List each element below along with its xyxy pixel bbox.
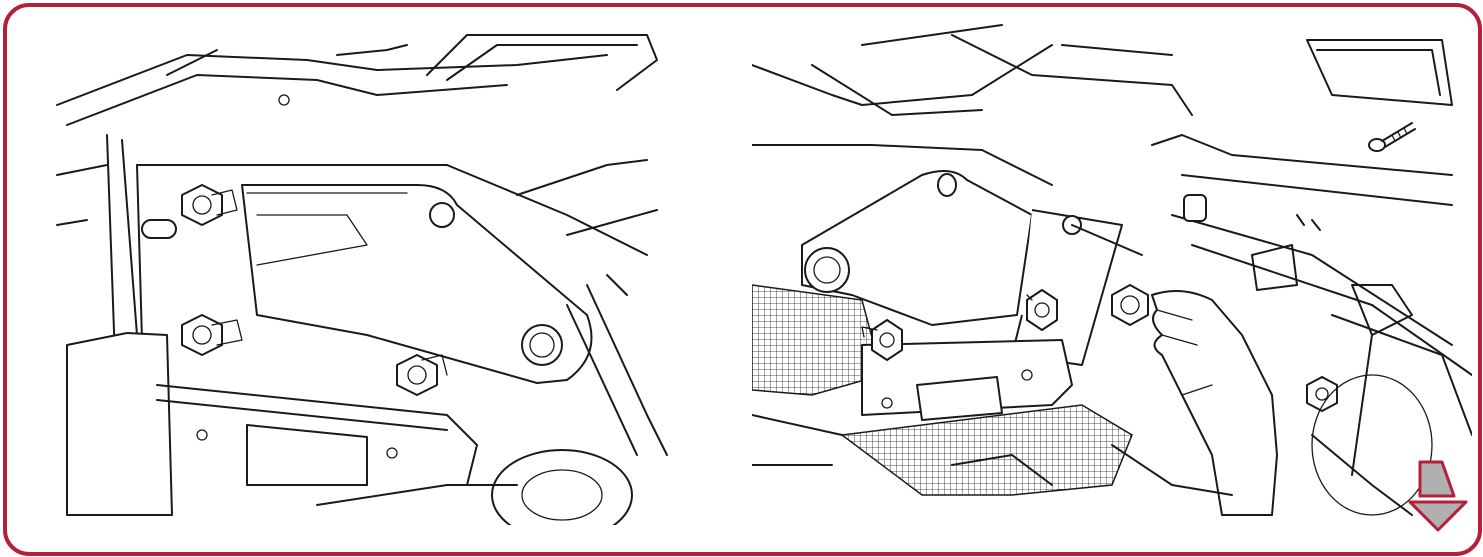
hand: [1151, 290, 1278, 516]
nut-middle: [181, 314, 243, 356]
left-line-drawing: [56, 34, 668, 525]
nut-3: [1111, 284, 1149, 326]
nut-top: [181, 184, 238, 226]
nut-lower: [396, 354, 448, 396]
left-illustration: [47, 15, 677, 525]
figure-frame: [3, 3, 1482, 556]
mesh-bottom: [840, 404, 1133, 496]
bolt-icon: [1368, 122, 1416, 152]
nut-4: [1306, 376, 1338, 412]
nut-2: [1026, 289, 1058, 331]
down-arrow-icon: [1408, 460, 1468, 532]
mesh-left: [752, 284, 883, 396]
right-line-drawing: [752, 24, 1472, 516]
nut-1: [861, 319, 903, 361]
right-illustration: [752, 15, 1472, 525]
